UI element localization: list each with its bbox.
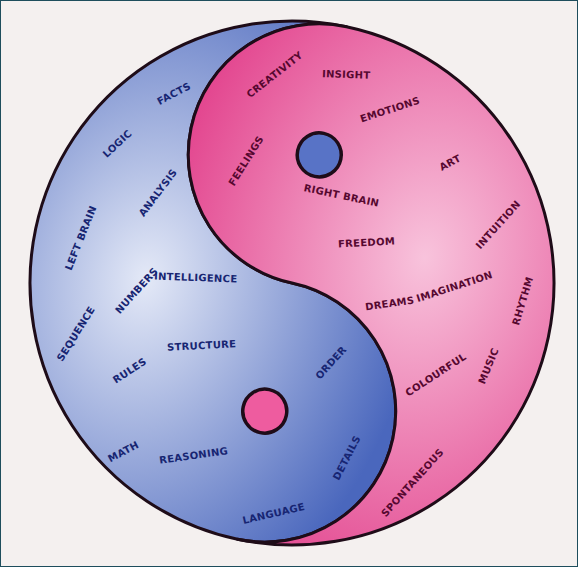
pink-dot (239, 385, 291, 437)
blue-dot (293, 129, 345, 181)
pink-half-fill (109, 0, 578, 567)
brain-word: INSIGHT (322, 69, 371, 81)
